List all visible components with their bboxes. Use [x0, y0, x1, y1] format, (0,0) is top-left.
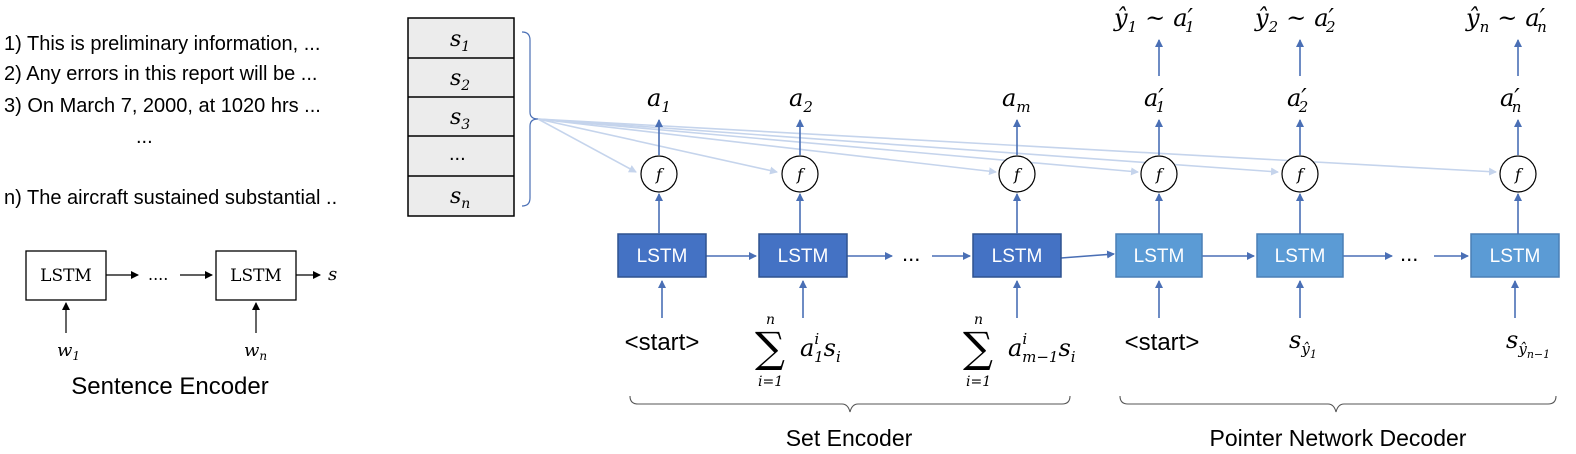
encoder-start-token: <start>: [625, 329, 700, 356]
encoder-outputs: a1 a2 am: [647, 84, 1031, 116]
sentence-1: 1) This is preliminary information, ...: [4, 33, 320, 55]
stack-cell-1: s1: [450, 27, 470, 55]
sentence-encoder-output: s: [328, 264, 337, 285]
sentence-encoder: LSTM .... LSTM s w1 wn Sentence Encoder: [25, 250, 337, 400]
output-a2-prime: a′2: [1287, 84, 1308, 116]
output-a1-prime: a′1: [1144, 84, 1165, 116]
set-encoder-label: Set Encoder: [786, 425, 913, 451]
sentence-ellipsis: ...: [136, 126, 153, 148]
f-node-1: [640, 155, 678, 193]
svg-text:LSTM: LSTM: [637, 246, 688, 267]
stack-cell-3: s3: [450, 105, 470, 133]
sentence-3: 3) On March 7, 2000, at 1020 hrs ...: [4, 95, 321, 117]
encoder-chain-dots: ...: [902, 241, 920, 266]
encoder-lstm-1: [617, 233, 707, 278]
sentence-n: n) The aircraft sustained substantial ..: [4, 187, 337, 209]
decoder-outputs: a′1 a′2 a′n: [1144, 84, 1521, 116]
f-node-dec-n: [1499, 155, 1537, 193]
svg-text:LSTM: LSTM: [230, 266, 282, 286]
sentence-encoder-dots: ....: [148, 265, 168, 284]
pointer-decoder-label: Pointer Network Decoder: [1210, 425, 1467, 451]
prediction-1: ŷ1~a′1: [1113, 4, 1195, 36]
f-nodes: f f f f f f: [640, 155, 1537, 193]
decoder-start-token: <start>: [1125, 329, 1200, 356]
svg-text:n: n: [766, 312, 775, 328]
lstm-chain: ... ... LSTM LSTM LSTM LSTM LSTM LSTM: [617, 233, 1560, 278]
decoder-input-2: sŷ1: [1289, 326, 1317, 361]
svg-text:LSTM: LSTM: [778, 246, 829, 267]
sentence-encoder-input-1: w1: [57, 340, 80, 363]
encoder-lstm-m: [972, 233, 1062, 278]
vertical-arrows: [655, 39, 1522, 318]
f-node-2: [781, 155, 819, 193]
output-a1: a1: [647, 84, 671, 116]
section-braces: [629, 395, 1557, 413]
svg-text:i=1: i=1: [966, 374, 991, 390]
stack-cell-n: sn: [450, 184, 470, 212]
sentence-encoder-lstm-n: [215, 250, 297, 301]
f-node-dec-2: [1281, 155, 1319, 193]
decoder-chain-dots: ...: [1400, 241, 1418, 266]
decoder-input-n: sŷn−1: [1506, 326, 1550, 361]
svg-text:f: f: [655, 165, 665, 184]
predictions: ŷ1~a′1 ŷ2~a′2 ŷn~a′n: [1113, 4, 1547, 36]
prediction-n: ŷn~a′n: [1465, 4, 1547, 36]
f-node-m: [998, 155, 1036, 193]
output-an-prime: a′n: [1500, 84, 1521, 116]
svg-text:∑: ∑: [755, 323, 785, 372]
sentence-2: 2) Any errors in this report will be ...: [4, 63, 317, 85]
svg-text:i=1: i=1: [758, 374, 783, 390]
decoder-lstm-2: [1256, 233, 1344, 278]
output-a2: a2: [789, 84, 813, 116]
output-am: am: [1002, 84, 1031, 116]
prediction-2: ŷ2~a′2: [1254, 4, 1336, 36]
svg-text:LSTM: LSTM: [40, 266, 92, 286]
f-node-dec-1: [1140, 155, 1178, 193]
sentence-encoder-input-n: wn: [244, 340, 267, 363]
svg-text:f: f: [1514, 165, 1524, 184]
svg-text:f: f: [1013, 165, 1023, 184]
svg-text:f: f: [796, 165, 806, 184]
svg-text:LSTM: LSTM: [1490, 246, 1541, 267]
decoder-lstm-n: [1470, 233, 1560, 278]
svg-text:LSTM: LSTM: [1134, 246, 1185, 267]
svg-text:n: n: [974, 312, 983, 328]
stack-cell-ellipsis: ...: [449, 143, 466, 165]
stack-bracket: [521, 31, 539, 207]
svg-text:∑: ∑: [963, 323, 993, 372]
svg-text:f: f: [1155, 165, 1165, 184]
svg-text:LSTM: LSTM: [1275, 246, 1326, 267]
sentence-encoder-caption: Sentence Encoder: [71, 373, 268, 400]
stack-cell-2: s2: [450, 66, 470, 94]
sentence-encoder-lstm-1: [25, 250, 107, 301]
svg-text:LSTM: LSTM: [992, 246, 1043, 267]
svg-text:aim−1si: aim−1si: [1008, 330, 1076, 366]
svg-text:f: f: [1296, 165, 1306, 184]
sentence-embedding-stack: s1 s2 s3 ... sn: [407, 17, 539, 217]
encoder-lstm-2: [758, 233, 848, 278]
sentence-list: 1) This is preliminary information, ... …: [4, 33, 337, 209]
